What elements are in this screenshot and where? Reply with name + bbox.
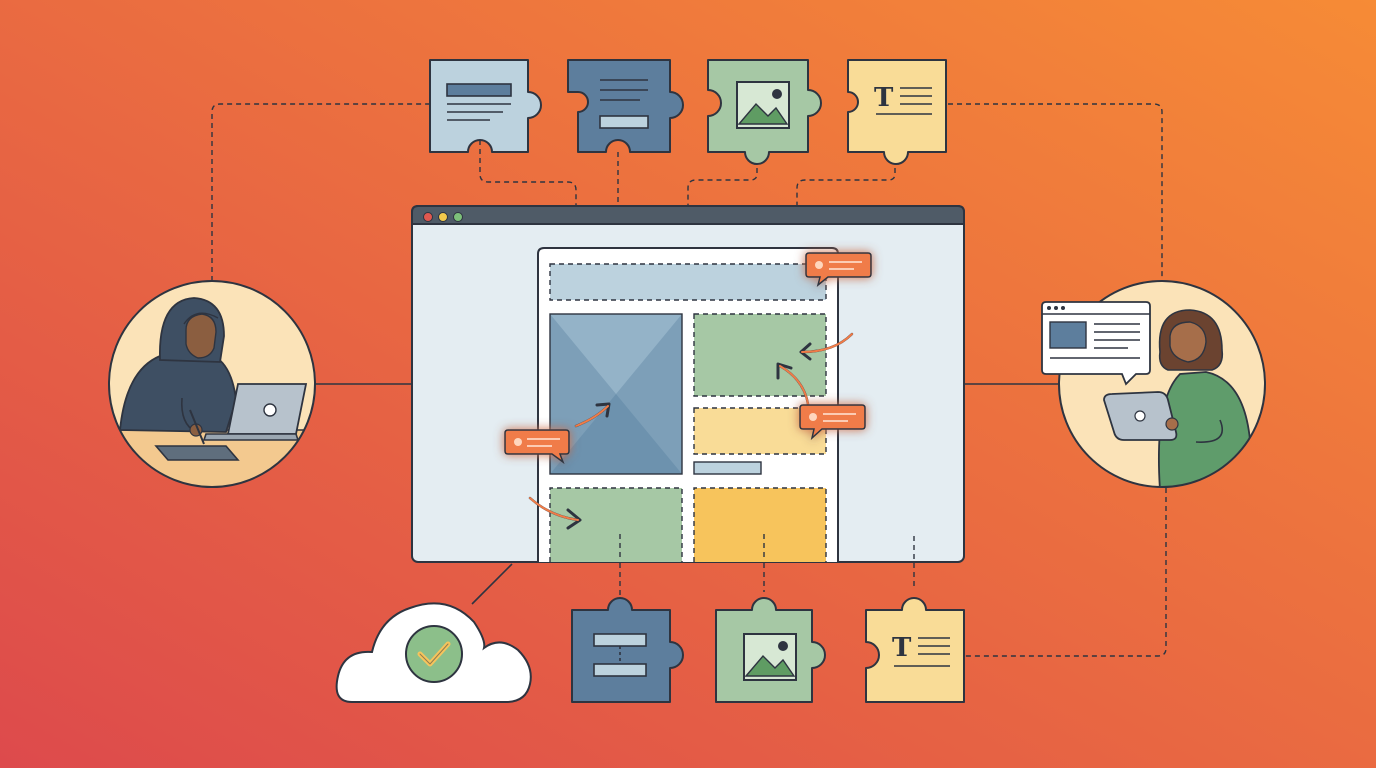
header-block[interactable] bbox=[549, 263, 827, 301]
top-puzzle-piece-3[interactable] bbox=[707, 59, 822, 165]
top-puzzle-piece-1[interactable] bbox=[429, 59, 542, 153]
comment-bubble[interactable] bbox=[805, 252, 872, 287]
drawing-tablet-icon bbox=[154, 445, 240, 461]
layout-blocks bbox=[549, 263, 827, 562]
checkmark-icon bbox=[405, 625, 463, 683]
typography-letter: T bbox=[874, 83, 894, 113]
text-lines-icon bbox=[599, 79, 649, 129]
window-minimize-button[interactable] bbox=[438, 212, 448, 222]
browser-window bbox=[411, 205, 965, 563]
bottom-green-block[interactable] bbox=[549, 487, 683, 562]
reviewer-avatar bbox=[1041, 280, 1266, 488]
typography-icon: T bbox=[874, 83, 932, 115]
window-maximize-button[interactable] bbox=[453, 212, 463, 222]
top-puzzle-piece-2[interactable] bbox=[567, 59, 684, 153]
typography-icon: T bbox=[892, 633, 950, 667]
typography-letter: T bbox=[892, 633, 912, 663]
image-icon bbox=[736, 81, 790, 129]
hero-image-block[interactable] bbox=[549, 313, 683, 475]
layout-icon bbox=[593, 633, 647, 677]
top-puzzle-piece-4[interactable]: T bbox=[847, 59, 947, 165]
preview-popup[interactable] bbox=[1041, 301, 1151, 386]
drag-arrows bbox=[528, 332, 854, 530]
comment-bubble[interactable] bbox=[504, 429, 570, 465]
laptop-icon bbox=[202, 383, 308, 441]
solid-connectors bbox=[315, 383, 1059, 605]
cloud-sync[interactable] bbox=[335, 602, 532, 703]
comment-bubble[interactable] bbox=[799, 404, 866, 441]
window-close-button[interactable] bbox=[423, 212, 433, 222]
bottom-gold-block[interactable] bbox=[693, 487, 827, 562]
bottom-puzzle-piece-3[interactable]: T bbox=[865, 597, 965, 703]
connector-lines bbox=[211, 103, 1167, 657]
text-lines-icon bbox=[446, 83, 512, 121]
stylus-icon bbox=[189, 409, 205, 445]
bottom-puzzle-piece-2[interactable] bbox=[715, 597, 826, 703]
bottom-puzzle-piece-1[interactable] bbox=[571, 597, 684, 703]
small-button-block[interactable] bbox=[693, 461, 762, 475]
image-icon bbox=[743, 633, 797, 681]
comment-bubbles bbox=[504, 252, 872, 465]
